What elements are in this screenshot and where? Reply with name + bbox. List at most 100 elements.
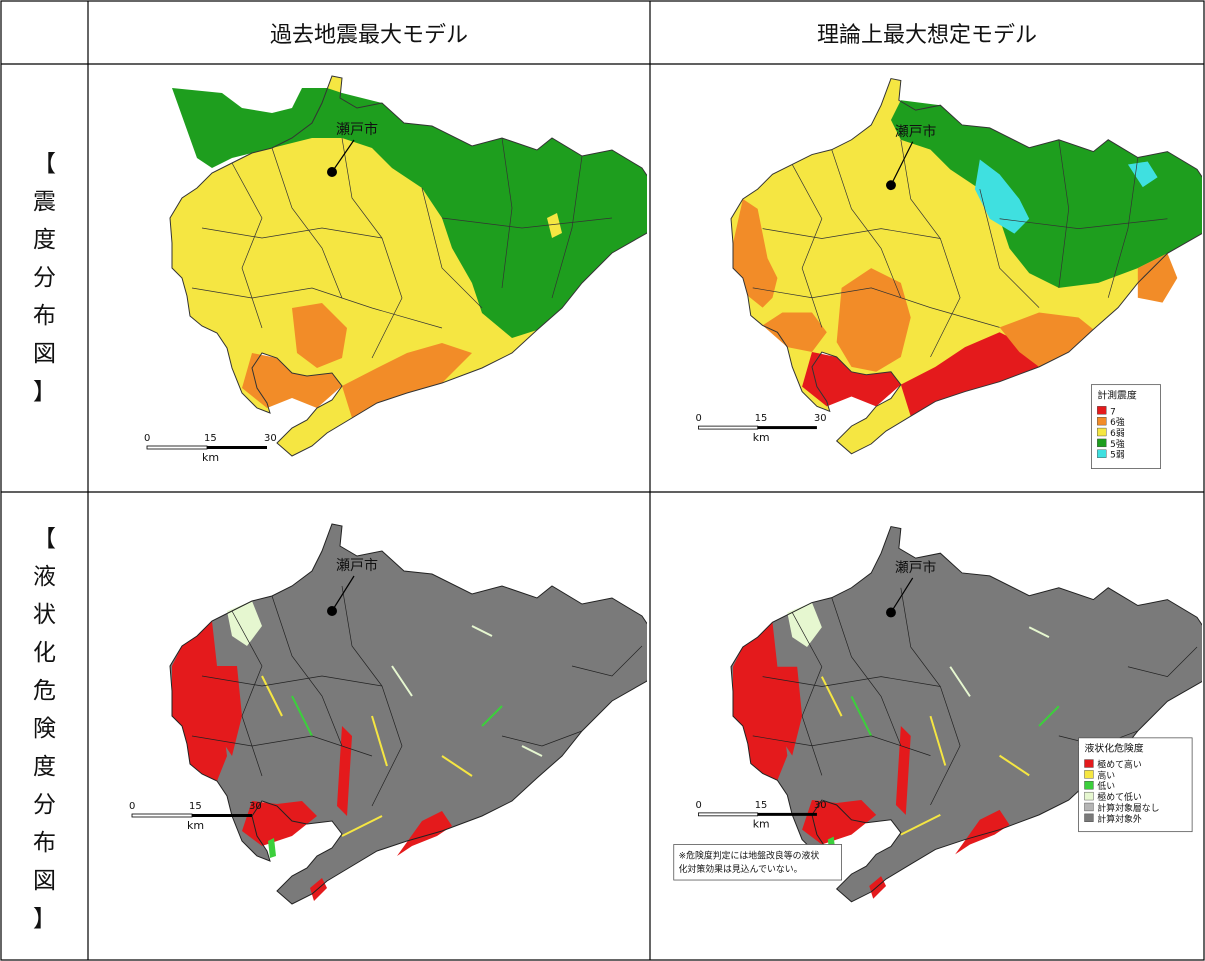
row-label-char: 【 [33, 526, 56, 552]
liquefaction-streak [291, 695, 313, 737]
intensity-zone-6-strong [836, 268, 911, 372]
row-label-char: 状 [33, 602, 56, 628]
prefecture-map [730, 77, 1202, 455]
liquefaction-zone-very-high [242, 801, 317, 846]
scale-unit-label: km [187, 819, 204, 832]
municipal-boundary [762, 228, 941, 239]
scale-tick-label: 30 [264, 433, 277, 444]
row-label-char: 度 [33, 227, 56, 253]
legend-title: 液状化危険度 [1085, 742, 1144, 755]
liquefaction-zone-very-high [337, 726, 352, 816]
municipal-boundary [999, 218, 1168, 229]
scale-tick-label: 15 [189, 801, 202, 812]
scale-bar-segment [698, 812, 759, 817]
intensity-zone-6-weak [547, 213, 562, 238]
liquefaction-zone-very-high [955, 809, 1010, 855]
seto-city-marker: 瀬戸市 [327, 121, 378, 177]
scale-tick-label: 30 [249, 801, 262, 812]
municipal-boundary [571, 645, 643, 677]
municipal-boundary [900, 587, 961, 806]
row-label-char: 分 [33, 792, 56, 818]
liquefaction-streak [471, 625, 493, 637]
prefecture-outline [730, 525, 1202, 903]
liquefaction-zone-very-low [227, 601, 262, 646]
liquefaction-streak [1038, 705, 1060, 727]
row-label-char: 液 [33, 564, 56, 590]
liquefaction-streak [341, 815, 383, 837]
scale-bar-segment [698, 425, 759, 430]
municipal-boundary [201, 227, 383, 239]
scale-unit-label: km [753, 431, 770, 444]
intensity-zone-7 [802, 352, 901, 407]
row-label-char: 図 [33, 341, 56, 367]
legend-title: 計測震度 [1097, 388, 1137, 401]
scale-unit-label: km [202, 451, 219, 464]
header-past-max-model: 過去地震最大モデル [269, 22, 468, 48]
municipal-boundary [271, 147, 343, 299]
row-label-char: 震 [33, 189, 56, 215]
liquefaction-zone-very-high [732, 622, 788, 781]
liquefaction-zone-very-low [787, 602, 822, 648]
scale-bar-segment [146, 445, 208, 450]
city-label: 瀬戸市 [895, 123, 937, 140]
legend-item-label: 5強 [1110, 438, 1125, 450]
municipal-boundary [201, 675, 383, 687]
island-green [268, 838, 276, 858]
liquefaction-streak [441, 755, 473, 777]
row-label-intensity: 【震度分布図】 [1, 145, 88, 445]
liquefaction-zone-very-high [217, 666, 242, 756]
prefecture-map [169, 75, 647, 457]
legend-swatch [1084, 781, 1094, 790]
municipal-boundary [831, 149, 902, 298]
legend-item-label: 6強 [1110, 416, 1125, 428]
row-label-char: 布 [33, 830, 56, 856]
legend-item-label: 5弱 [1110, 450, 1125, 461]
legend-swatch [1084, 759, 1094, 768]
intensity-zone-6-strong [342, 343, 472, 418]
intensity-zone-7 [900, 332, 1040, 417]
row-label-char: 図 [33, 868, 56, 894]
scale-bar-segment [131, 813, 193, 818]
liquefaction-zone-very-high [172, 621, 227, 781]
municipal-boundary [752, 735, 931, 756]
city-leader-line [890, 141, 914, 186]
scale-tick-label: 15 [755, 800, 768, 811]
liquefaction-streak [820, 676, 843, 717]
legend-swatch [1097, 406, 1107, 415]
intensity-zone-6-strong [242, 353, 342, 408]
legend-swatch [1084, 770, 1094, 779]
intensity-zone-5-weak [974, 159, 1030, 234]
liquefaction-streak [371, 715, 388, 767]
row-label-char: 度 [33, 754, 56, 780]
liquefaction-zone-very-high [310, 878, 327, 901]
prefecture-map [169, 523, 647, 905]
row-label-char: 分 [33, 265, 56, 291]
legend-swatch [1084, 791, 1094, 801]
prefecture-outline [730, 77, 1202, 455]
municipal-boundary [1058, 139, 1070, 288]
scale-tick-label: 30 [814, 800, 827, 811]
scale-tick-label: 15 [204, 433, 217, 444]
municipal-boundary [979, 189, 1040, 308]
city-dot [327, 167, 337, 177]
liquefaction-streak [900, 813, 941, 836]
legend-item-label: 7 [1110, 407, 1116, 417]
legend-item-label: 高い [1097, 769, 1115, 781]
scale-tick-label: 0 [695, 413, 701, 424]
municipal-boundary [762, 676, 941, 687]
note-border [673, 844, 842, 881]
intensity-zone-6-strong [762, 312, 827, 353]
seto-city-marker: 瀬戸市 [327, 557, 378, 616]
legend-swatch [1084, 813, 1094, 822]
legend-swatch [1097, 417, 1107, 426]
scale-tick-label: 0 [129, 801, 135, 812]
municipal-boundary [191, 287, 443, 329]
municipal-boundary [1107, 157, 1139, 298]
city-label: 瀬戸市 [336, 121, 378, 138]
